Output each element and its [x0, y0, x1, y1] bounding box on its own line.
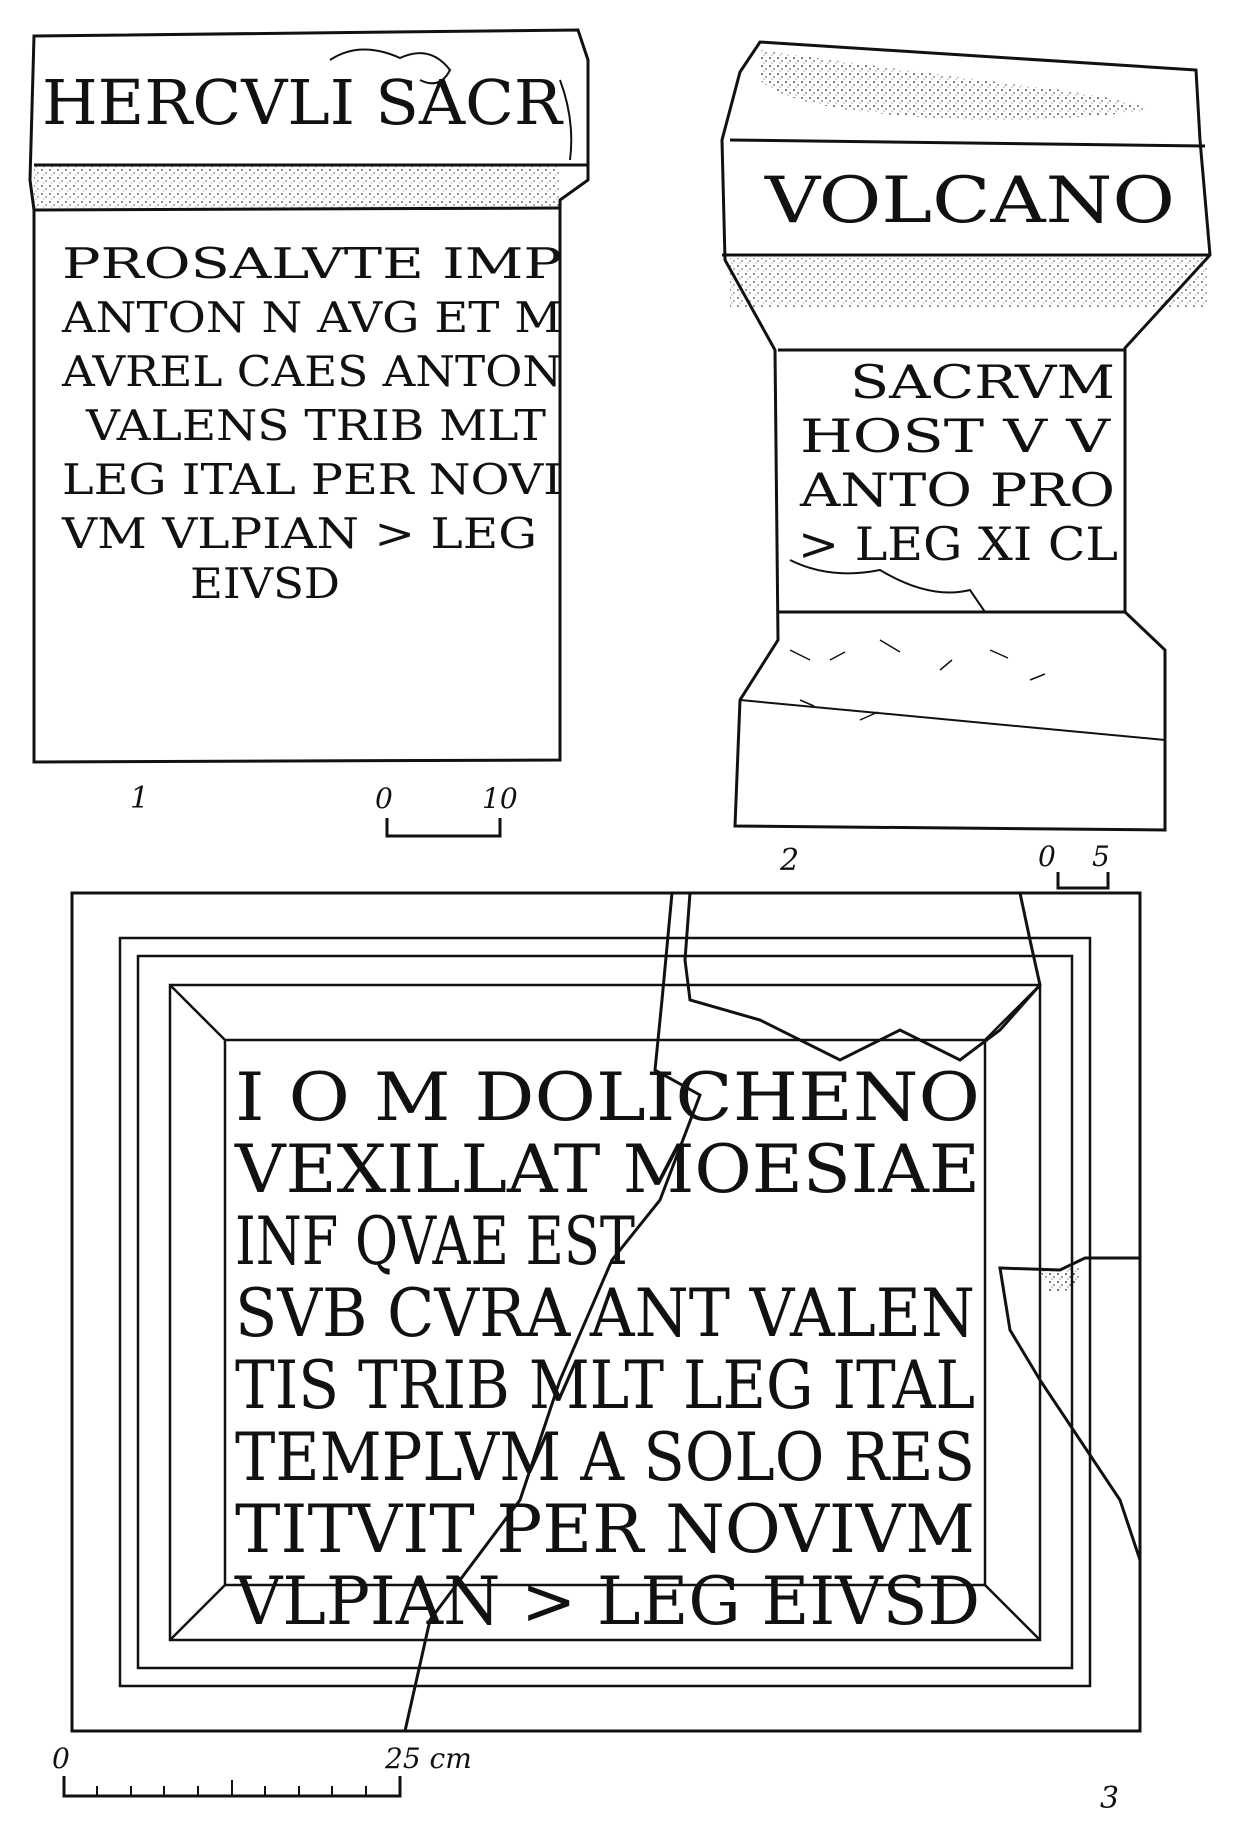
altar-1-line-5: LEG ITAL PER NOVI: [62, 455, 562, 504]
altar-2-line-2: HOST V V: [800, 409, 1111, 463]
scale-bar-3: 0 25 cm: [52, 1742, 472, 1798]
altar-2-title: VOLCANO: [764, 164, 1175, 238]
altar-2-line-4: > LEG XI CL: [798, 517, 1118, 571]
tablet-crack-right: [998, 1256, 1142, 1561]
altar-2-line-3: ANTO PRO: [799, 463, 1115, 517]
tablet-chip: [1040, 1268, 1085, 1292]
figure-3-label: 3: [1100, 1781, 1119, 1816]
tablet-inner-field: [223, 1038, 987, 1587]
tablet-crack-main: [403, 892, 702, 1732]
tablet-line-1: I O M DOLICHENO: [235, 1059, 980, 1136]
tablet-frame-2: [118, 936, 1092, 1688]
altar-hercules: HERCVLI SACR PROSALVTE IMP ANTON N AVG E…: [28, 28, 590, 838]
altar-2-top-line: [729, 138, 1206, 148]
figure-2-label: 2: [779, 843, 799, 878]
altar-2-line-1: SACRVM: [850, 355, 1115, 409]
scale-3-end: 25 cm: [384, 1742, 472, 1775]
altar-1-line-4: VALENS TRIB MLT: [85, 401, 546, 450]
altar-1-break: [329, 48, 452, 85]
tablet-frame-4: [168, 983, 1042, 1642]
altar-1-worn-band: [34, 166, 560, 208]
scale-bar-2: 0 5: [1038, 840, 1110, 890]
tablet-dolicheno: I O M DOLICHENO VEXILLAT MOESIAE INF QVA…: [52, 891, 1142, 1816]
tablet-line-2: VEXILLAT MOESIAE: [234, 1131, 980, 1208]
tablet-line-4: SVB CVRA ANT VALEN: [235, 1275, 975, 1352]
altar-1-line-3: AVREL CAES ANTON: [61, 347, 562, 396]
tablet-bevel-lines: [169, 984, 1041, 1641]
scale-bar-1: 0 10: [375, 782, 518, 838]
tablet-crack-top: [683, 892, 1042, 1062]
scale-2-start: 0: [1038, 840, 1056, 873]
altar-2-damaged-top: [760, 50, 1150, 120]
figure-1-label: 1: [130, 781, 149, 816]
altar-1-line-6: VM VLPIAN > LEG: [61, 509, 537, 558]
altar-2-worn-band: [730, 258, 1208, 308]
tablet-line-8: VLPIAN > LEG EIVSD: [234, 1563, 980, 1640]
altar-1-outline: [28, 28, 590, 764]
scale-2-end: 5: [1092, 840, 1110, 873]
altar-volcano: VOLCANO SACRVM HOST V V ANTO PRO > LEG X…: [720, 40, 1212, 890]
altar-1-die-line: [33, 206, 561, 212]
tablet-line-3: INF QVAE EST: [235, 1203, 635, 1280]
tablet-line-5: TIS TRIB MLT LEG ITAL: [235, 1347, 975, 1424]
tablet-line-7: TITVIT PER NOVIVM: [235, 1491, 975, 1568]
altar-2-base-line: [739, 699, 1166, 741]
scale-1-start: 0: [375, 782, 393, 815]
altar-2-texture: [789, 639, 1046, 721]
tablet-line-6: TEMPLVM A SOLO RES: [235, 1419, 975, 1496]
tablet-frame-3: [136, 954, 1074, 1670]
scale-1-end: 10: [482, 782, 518, 815]
altar-1-title: HERCVLI SACR: [42, 66, 564, 139]
altar-2-break: [789, 559, 986, 613]
scale-3-start: 0: [52, 1742, 70, 1775]
altar-1-line-2: ANTON N AVG ET M: [61, 293, 562, 342]
altar-1-line-7: EIVSD: [190, 559, 340, 608]
altar-1-line-1: PROSALVTE IMP: [62, 239, 562, 288]
altar-1-break-right: [559, 79, 573, 161]
